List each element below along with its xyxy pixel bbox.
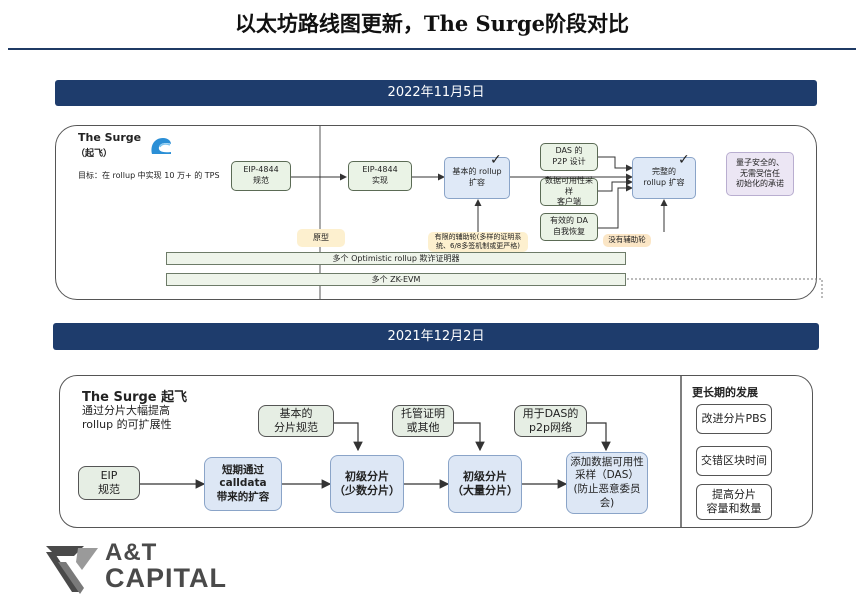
short-term-calldata-box: 短期通过 calldata 带来的扩容 (204, 457, 282, 511)
surge-logo-icon (148, 134, 174, 158)
basic-shard-spec-box: 基本的 分片规范 (258, 405, 334, 437)
full-rollup-box: 完整的 rollup 扩容 (632, 157, 696, 199)
full-rollup-check-icon: ✓ (678, 152, 690, 168)
page-title: 以太坊路线图更新，The Surge阶段对比 (234, 11, 630, 36)
prototype-label: 原型 (297, 229, 345, 247)
no-training-wheels-label: 没有辅助轮 (603, 234, 651, 247)
surge-description: 通过分片大幅提高 rollup 的可扩展性 (82, 404, 172, 432)
das-client-box: 数据可用性采样 客户端 (540, 176, 598, 206)
initial-sharding-many-box: 初级分片 （大量分片） (448, 455, 522, 513)
increase-shard-capacity-item: 提高分片 容量和数量 (696, 484, 772, 520)
logo-text-line1: A&T (105, 539, 158, 566)
das-p2p-design-box: DAS 的 P2P 设计 (540, 143, 598, 171)
top-roadmap-panel (55, 125, 817, 300)
improved-shard-pbs-item: 改进分片PBS (696, 404, 772, 434)
date-banner-2022: 2022年11月5日 (55, 80, 817, 106)
add-das-box: 添加数据可用性 采样（DAS） (防止恶意委员会) (566, 452, 648, 514)
training-wheels-label: 有限的辅助轮(多样的证明系 统、6/8多签机制或更严格) (428, 232, 528, 252)
quantum-safe-commitments-box: 量子安全的、 无需受信任 初始化的承诺 (726, 152, 794, 196)
goal-text: 目标：在 rollup 中实现 10 万+ 的 TPS (78, 171, 220, 180)
das-p2p-network-box: 用于DAS的 p2p网络 (514, 405, 587, 437)
optimistic-fraud-provers-bar: 多个 Optimistic rollup 欺诈证明器 (166, 252, 626, 265)
logo-text-line2: CAPITAL (105, 563, 227, 593)
longer-term-title: 更长期的发展 (692, 386, 758, 399)
title-divider (8, 48, 856, 50)
date-banner-2021: 2021年12月2日 (53, 323, 819, 350)
company-logo-mark-icon (44, 540, 102, 598)
custody-proof-box: 托管证明 或其他 (392, 405, 454, 437)
eip-spec-box: EIP 规范 (78, 466, 140, 500)
surge-title-top: The Surge (78, 131, 142, 144)
surge-subtitle-top: （起飞） (76, 149, 113, 159)
staggered-block-time-item: 交错区块时间 (696, 446, 772, 476)
eip-4844-spec-box: EIP-4844 规范 (231, 161, 291, 191)
basic-rollup-check-icon: ✓ (490, 152, 502, 168)
initial-sharding-few-box: 初级分片 （少数分片） (330, 455, 404, 513)
da-self-healing-box: 有效的 DA 自我恢复 (540, 213, 598, 241)
basic-rollup-box: 基本的 rollup 扩容 (444, 157, 510, 199)
zk-evm-bar: 多个 ZK-EVM (166, 273, 626, 286)
surge-title-bottom: The Surge 起飞 (82, 390, 188, 405)
eip-4844-impl-box: EIP-4844 实现 (348, 161, 412, 191)
bottom-roadmap-panel (59, 375, 813, 528)
